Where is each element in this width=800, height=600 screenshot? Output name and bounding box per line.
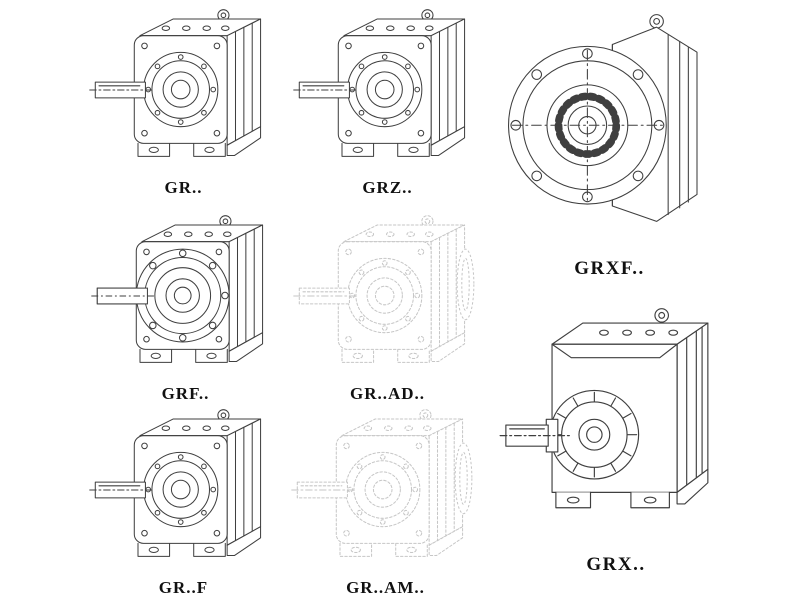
model-label-grxf: GRXF.. — [574, 258, 645, 279]
gearbox-drawing-grad — [293, 215, 475, 363]
gearbox-drawing-grff — [89, 409, 262, 557]
model-label-grz: GRZ.. — [362, 178, 413, 197]
model-label-grf: GRF.. — [161, 384, 210, 403]
gearbox-figure-grff: GR..F — [86, 404, 281, 598]
model-label-gram: GR..AM.. — [346, 578, 425, 597]
gearbox-figure-gr: GR.. — [86, 4, 281, 198]
gearbox-drawing-grx — [499, 308, 709, 509]
model-label-grff: GR..F — [158, 578, 209, 597]
gearbox-figure-grxf: GRXF.. — [497, 6, 722, 280]
gearbox-figure-grad: GR..AD.. — [290, 210, 485, 404]
gearbox-figure-gram: GR..AM.. — [288, 404, 483, 598]
gearbox-drawing-gram — [291, 409, 473, 557]
gearbox-figure-grx: GRX.. — [496, 300, 736, 576]
gearbox-figure-grz: GRZ.. — [290, 4, 485, 198]
model-label-grad: GR..AD.. — [349, 384, 426, 403]
model-label-gr: GR.. — [164, 178, 203, 197]
gearbox-figure-grf: GRF.. — [88, 210, 283, 404]
gearbox-drawing-grf — [91, 215, 264, 363]
gearbox-drawing-grxf — [497, 6, 722, 256]
gearbox-drawing-gr — [89, 9, 262, 157]
model-label-grx: GRX.. — [586, 554, 646, 575]
gearbox-drawing-grz — [293, 9, 466, 157]
